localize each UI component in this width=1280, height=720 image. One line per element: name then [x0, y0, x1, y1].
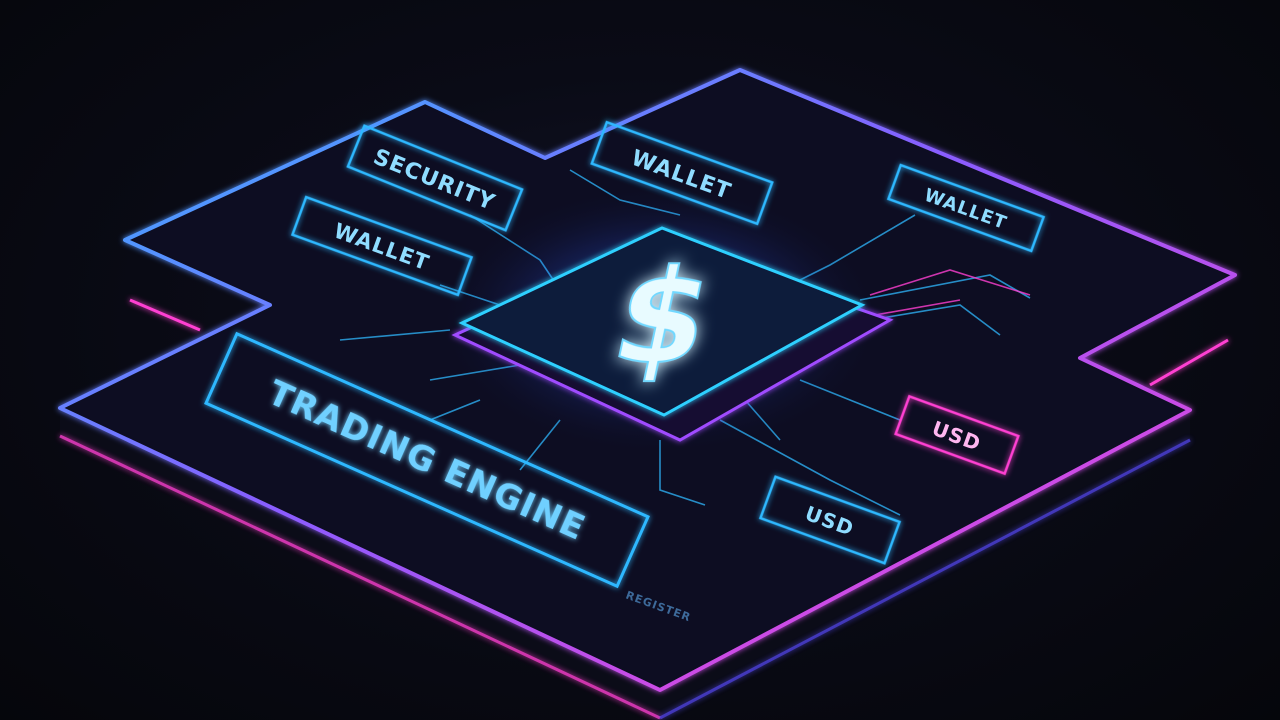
chip-top — [458, 226, 866, 417]
board-side — [59, 298, 1229, 720]
